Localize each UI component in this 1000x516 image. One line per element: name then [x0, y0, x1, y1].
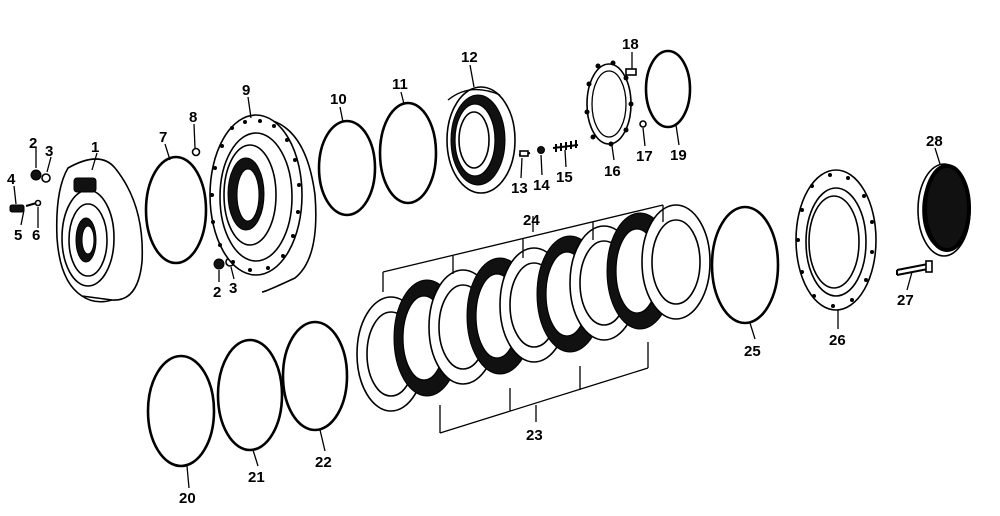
bracket-24: [382, 204, 664, 292]
callout-18: 18: [622, 36, 639, 53]
part-17-ball: [639, 120, 647, 128]
callout-22: 22: [315, 454, 332, 471]
callout-19: 19: [670, 147, 687, 164]
callout-14: 14: [533, 177, 550, 194]
part-11-ring: [378, 101, 438, 205]
part-7-seal-ring: [144, 155, 208, 265]
callout-28: 28: [926, 133, 943, 150]
callout-13: 13: [511, 180, 528, 197]
callout-labels: 1 2 3 4 5 6 2 3 7 8 9 10 11 12 13 14 15 …: [7, 36, 943, 507]
part-21-ring: [216, 338, 284, 452]
callout-26: 26: [829, 332, 846, 349]
callout-25: 25: [744, 343, 761, 360]
callout-20: 20: [179, 490, 196, 507]
callout-9: 9: [242, 82, 250, 99]
callout-3-top: 3: [45, 143, 53, 160]
callout-11: 11: [392, 76, 408, 93]
part-12-hub: [446, 86, 516, 194]
part-18-key: [625, 68, 637, 76]
callout-23: 23: [526, 427, 543, 444]
part-27-bolt: [896, 260, 933, 276]
callout-24: 24: [523, 212, 540, 229]
callout-2-bottom: 2: [213, 284, 221, 301]
leader-lines: [13, 52, 941, 489]
part-9-drum: [209, 114, 317, 293]
part-8-pin: [191, 147, 201, 157]
part-1-housing: [55, 158, 144, 303]
clutch-pack: [356, 204, 711, 412]
callout-3-bottom: 3: [229, 280, 237, 297]
part-10-ring: [317, 119, 377, 217]
callout-12: 12: [461, 49, 478, 66]
callout-10: 10: [330, 91, 347, 108]
callout-8: 8: [189, 109, 197, 126]
part-16-toothed-plate: [584, 60, 634, 147]
part-28-retaining-ring: [917, 163, 971, 257]
small-parts-13-15: [518, 140, 579, 157]
callout-2-top: 2: [29, 135, 37, 152]
callout-21: 21: [248, 469, 265, 486]
callout-16: 16: [604, 163, 621, 180]
callout-7: 7: [159, 129, 167, 146]
part-25-ring: [710, 205, 780, 325]
part-26-end-plate: [795, 169, 877, 311]
part-22-ring: [281, 320, 349, 432]
callout-1: 1: [91, 139, 99, 156]
callout-4: 4: [7, 171, 16, 188]
callout-17: 17: [636, 148, 653, 165]
callout-15: 15: [556, 169, 573, 186]
callout-27: 27: [897, 292, 914, 309]
callout-5: 5: [14, 227, 22, 244]
bracket-23: [439, 342, 649, 434]
part-19-snap-ring: [644, 49, 692, 129]
callout-6: 6: [32, 227, 40, 244]
part-20-ring: [146, 354, 216, 468]
